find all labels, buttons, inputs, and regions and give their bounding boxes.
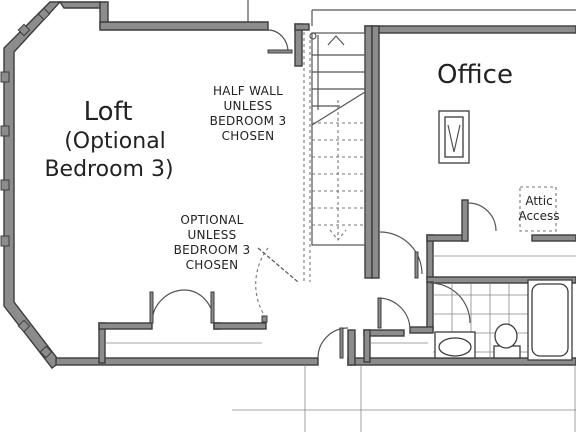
bath-fixtures [434, 279, 573, 361]
loft-stair-wall [294, 23, 310, 67]
half-wall-note-line: BEDROOM 3 [209, 114, 287, 128]
half-wall-note-line: UNLESS [223, 99, 273, 113]
loft-title: Loft [83, 97, 133, 127]
optional-note: OPTIONAL UNLESS BEDROOM 3 CHOSEN [164, 213, 260, 273]
optional-note-line: OPTIONAL [180, 213, 244, 227]
doors [149, 29, 497, 359]
optional-note-line: BEDROOM 3 [173, 243, 251, 257]
optional-note-line: UNLESS [187, 228, 237, 242]
optional-note-line: CHOSEN [185, 258, 239, 272]
office-label: Office [437, 60, 513, 90]
staircase [303, 32, 366, 282]
attic-access-label-line: Attic [525, 194, 553, 208]
bottom-walls [55, 281, 576, 366]
loft-subtitle-line-1: (Optional [64, 129, 166, 154]
loft-exterior-wall [0, 1, 269, 369]
attic-access-label-line: Access [518, 209, 560, 223]
half-wall-note-line: HALF WALL [212, 84, 284, 98]
loft-subtitle-line-2: Bedroom 3) [44, 157, 174, 182]
half-wall-note-line: CHOSEN [221, 129, 275, 143]
half-wall-note: HALF WALL UNLESS BEDROOM 3 CHOSEN [200, 84, 296, 144]
attic-access-label: Attic Access [516, 194, 562, 224]
office-window [438, 110, 470, 164]
attic-access-hatch [519, 186, 557, 232]
